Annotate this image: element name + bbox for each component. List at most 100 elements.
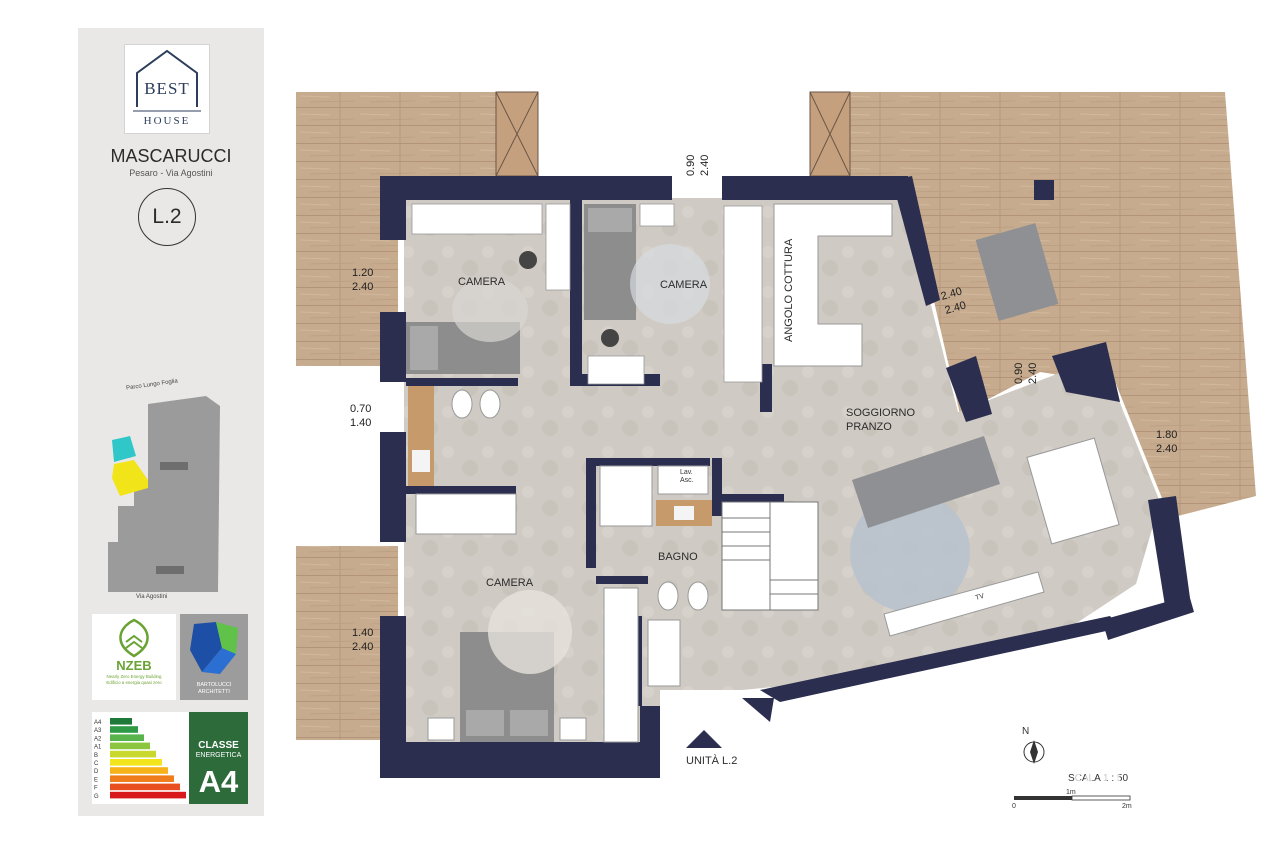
wardrobe-bedroom-2	[723, 205, 763, 383]
room-label-bedroom-2: CAMERA	[660, 279, 708, 291]
energy-bar-5	[110, 759, 162, 766]
scale-tick-0: 0	[1012, 803, 1016, 810]
energy-letter-6: D	[94, 769, 99, 775]
watermark: Gruppo Immobiliare	[968, 704, 1268, 796]
room-label-kitchen: ANGOLO COTTURA	[783, 238, 795, 342]
pillow-bedroom-1	[410, 326, 438, 370]
room-label-dining: PRANZO	[846, 421, 892, 433]
pillow-bedroom-2	[588, 208, 632, 232]
wardrobe-hallway	[647, 619, 681, 687]
energy-bar-8	[110, 783, 180, 791]
nzeb-badge: NZEB Nearly Zero Energy Building Edifici…	[92, 614, 176, 700]
dim-living-window-height: 2.40	[1156, 443, 1177, 455]
scale-bar	[1014, 795, 1131, 801]
compass-north-label: N	[1022, 726, 1029, 737]
energy-bar-1	[110, 726, 138, 733]
nightstand-bedroom-3-b	[559, 717, 587, 741]
nzeb-subtitle-it: Edificio a energia quasi zero	[106, 680, 162, 685]
energy-bar-3	[110, 742, 150, 750]
dim-terrace-door-height: 2.40	[944, 299, 968, 316]
energy-class-value: A4	[198, 764, 239, 799]
nightstand-bedroom-3-a	[427, 717, 455, 741]
nightstand-bedroom-2	[639, 203, 675, 227]
key-plan-unit-highlight	[112, 460, 148, 496]
label-laundry: Lav.	[680, 469, 693, 476]
wardrobe-bedroom-1	[411, 203, 543, 235]
sink-1	[412, 450, 430, 472]
walls	[380, 176, 1194, 778]
key-plan-stair	[160, 462, 188, 470]
scale-tick-2: 2m	[1122, 803, 1132, 810]
chair-bedroom-2	[601, 329, 619, 347]
pillow-bedroom-3-b	[510, 710, 548, 736]
energy-bar-7	[110, 775, 174, 782]
toilet-2	[657, 581, 679, 611]
energy-letter-9: G	[94, 794, 99, 800]
dim-bedroom-1-height: 2.40	[352, 281, 373, 293]
dim-window-top-height: 2.40	[699, 155, 711, 176]
dining-table-terrace	[975, 223, 1059, 321]
desk-bedroom-2	[587, 355, 645, 385]
energy-bar-4	[110, 750, 156, 758]
energy-letter-1: A3	[94, 728, 102, 734]
dim-terrace-door-width: 2.40	[940, 285, 964, 302]
logo-text-house: HOUSE	[143, 115, 191, 127]
terrace-column	[1034, 180, 1054, 200]
pillow-bedroom-3-a	[466, 710, 504, 736]
unit-entry-label: UNITÀ L.2	[686, 754, 737, 767]
entry-arrow-icon	[686, 730, 722, 748]
architect-mark-icon	[190, 622, 238, 674]
dim-bath-window-width: 0.70	[350, 403, 371, 415]
sofa	[852, 436, 1000, 528]
key-plan-terrace-highlight	[112, 436, 136, 462]
energy-letter-3: A1	[94, 745, 102, 751]
dim-bedroom-3-width: 1.40	[352, 627, 373, 639]
key-plan-stair-2	[156, 566, 184, 574]
toilet-1	[451, 389, 473, 419]
watermark-line-1: Gruppo	[1039, 703, 1197, 750]
laundry-cabinet	[657, 465, 709, 495]
chair-bedroom-1	[519, 251, 537, 269]
key-plan-street-label: Via Agostini	[136, 594, 168, 600]
key-plan	[108, 396, 220, 592]
tv-cabinet	[883, 571, 1045, 637]
energy-bar-0	[110, 718, 132, 725]
terrace-north-west	[398, 92, 498, 176]
energy-bar-2	[110, 734, 144, 741]
rug-bedroom-3	[488, 590, 572, 674]
room-label-bedroom-1: CAMERA	[458, 276, 506, 288]
bidet-2	[687, 581, 709, 611]
energy-letter-5: C	[94, 761, 99, 767]
logo-text-best: BEST	[144, 79, 190, 98]
kitchen-counter	[773, 203, 893, 367]
scale-tick-1: 1m	[1066, 789, 1076, 796]
dim-terrace-window-height: 2.40	[1027, 363, 1039, 384]
room-label-bathroom: BAGNO	[658, 551, 698, 563]
rug-bedroom-1	[452, 278, 528, 342]
energy-class-title: CLASSE	[198, 740, 239, 751]
desk-bedroom-1	[545, 203, 571, 291]
info-panel: BEST HOUSE MASCARUCCI Pesaro - Via Agost…	[78, 28, 264, 816]
stair-steps	[722, 502, 818, 610]
energy-class-box: CLASSE ENERGETICA A4	[189, 712, 248, 804]
dining-table-indoor	[1026, 437, 1120, 545]
sink-2	[674, 506, 694, 520]
project-location: Pesaro - Via Agostini	[129, 168, 213, 178]
architect-name: BARTOLUCCI	[196, 682, 232, 688]
label-lift: Asc.	[680, 477, 694, 484]
scale-label: SCALA 1 : 50	[1068, 773, 1128, 784]
dim-window-top-width: 0.90	[685, 155, 697, 176]
room-label-living: SOGGIORNO	[846, 407, 916, 419]
column-north-west	[495, 91, 539, 177]
house-outline-icon	[133, 49, 201, 112]
architect-logo: BARTOLUCCI ARCHITETTI	[180, 614, 248, 700]
bathtub	[415, 493, 517, 535]
key-plan-building	[108, 396, 220, 592]
nzeb-leaf-icon	[119, 618, 149, 658]
wardrobe-bedroom-3	[603, 587, 639, 743]
shower	[599, 465, 653, 527]
energy-bar-6	[110, 767, 168, 774]
dim-bedroom-1-width: 1.20	[352, 267, 373, 279]
